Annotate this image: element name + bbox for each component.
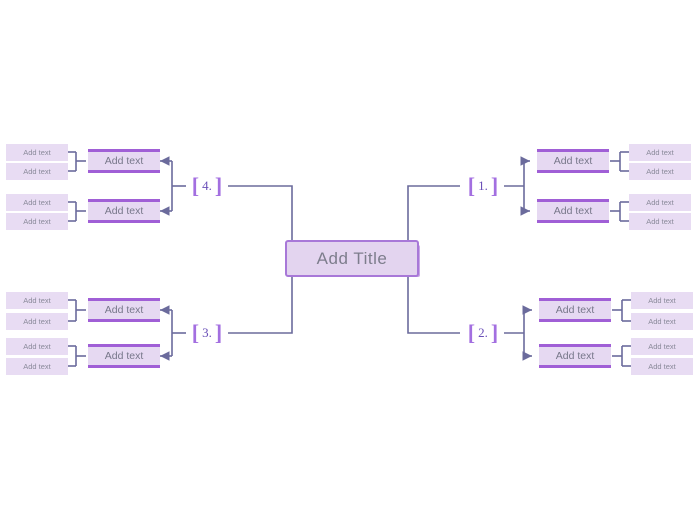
leaf-branch-1-1-2[interactable]: Add text: [629, 163, 691, 180]
trunk-branch-2: [407, 273, 460, 334]
leaf-label: Add text: [648, 342, 676, 351]
leaf-branch-1-2-2[interactable]: Add text: [629, 213, 691, 230]
branch-number-3: 3.: [202, 325, 212, 340]
leaf-branch-1-1-1[interactable]: Add text: [629, 144, 691, 161]
leaf-branch-2-1-2[interactable]: Add text: [631, 313, 693, 330]
leaf-branch-3-2-2[interactable]: Add text: [6, 358, 68, 375]
leaf-branch-3-2-1[interactable]: Add text: [6, 338, 68, 355]
leaf-label: Add text: [648, 362, 676, 371]
trunk-branch-3: [228, 273, 293, 334]
node-label: Add text: [104, 304, 144, 316]
node-branch-4-1[interactable]: Add text: [88, 149, 160, 173]
trunk-branch-4: [228, 185, 293, 240]
leaf-branch-3-1-2[interactable]: Add text: [6, 313, 68, 330]
node-label: Add text: [553, 205, 593, 217]
leaf-label: Add text: [646, 217, 674, 226]
branch-marker-1[interactable]: [ 1. ]: [462, 172, 504, 200]
leaf-label: Add text: [23, 167, 51, 176]
node-branch-2-1[interactable]: Add text: [539, 298, 611, 322]
bracket-close-icon: ]: [490, 320, 499, 345]
branch-number-4: 4.: [202, 178, 212, 193]
bracket-open-icon: [: [191, 320, 200, 345]
node-branch-3-1[interactable]: Add text: [88, 298, 160, 322]
leaf-branch-4-1-2[interactable]: Add text: [6, 163, 68, 180]
branch-number-2: 2.: [478, 325, 488, 340]
branch-marker-2[interactable]: [ 2. ]: [462, 319, 504, 347]
title-box-label: Add Title: [316, 248, 388, 268]
leaf-label: Add text: [23, 217, 51, 226]
leaf-label: Add text: [648, 317, 676, 326]
node-label: Add text: [555, 304, 595, 316]
leaf-label: Add text: [23, 198, 51, 207]
node-branch-3-2[interactable]: Add text: [88, 344, 160, 368]
node-label: Add text: [104, 350, 144, 362]
trunk-branch-1: [407, 185, 460, 240]
leaf-branch-4-1-1[interactable]: Add text: [6, 144, 68, 161]
leaf-branch-4-2-1[interactable]: Add text: [6, 194, 68, 211]
leaf-label: Add text: [646, 148, 674, 157]
leaf-branch-2-2-1[interactable]: Add text: [631, 338, 693, 355]
node-branch-4-2[interactable]: Add text: [88, 199, 160, 223]
bracket-close-icon: ]: [214, 173, 223, 198]
leaf-label: Add text: [648, 296, 676, 305]
leaf-label: Add text: [23, 317, 51, 326]
leaf-branch-3-1-1[interactable]: Add text: [6, 292, 68, 309]
bracket-open-icon: [: [467, 320, 476, 345]
leaf-label: Add text: [23, 148, 51, 157]
node-label: Add text: [104, 155, 144, 167]
node-branch-1-2[interactable]: Add text: [537, 199, 609, 223]
node-branch-1-1[interactable]: Add text: [537, 149, 609, 173]
branch-number-1: 1.: [478, 178, 488, 193]
title-box[interactable]: Add Title: [285, 240, 419, 277]
node-branch-2-2[interactable]: Add text: [539, 344, 611, 368]
leaf-label: Add text: [646, 198, 674, 207]
leaf-label: Add text: [646, 167, 674, 176]
leaf-branch-2-1-1[interactable]: Add text: [631, 292, 693, 309]
node-label: Add text: [555, 350, 595, 362]
leaf-branch-4-2-2[interactable]: Add text: [6, 213, 68, 230]
branch-marker-3[interactable]: [ 3. ]: [186, 319, 228, 347]
node-label: Add text: [104, 205, 144, 217]
bracket-close-icon: ]: [490, 173, 499, 198]
bracket-open-icon: [: [467, 173, 476, 198]
leaf-branch-1-2-1[interactable]: Add text: [629, 194, 691, 211]
bracket-open-icon: [: [191, 173, 200, 198]
leaf-label: Add text: [23, 296, 51, 305]
branch-marker-4[interactable]: [ 4. ]: [186, 172, 228, 200]
leaf-branch-2-2-2[interactable]: Add text: [631, 358, 693, 375]
node-label: Add text: [553, 155, 593, 167]
leaf-label: Add text: [23, 342, 51, 351]
bracket-close-icon: ]: [214, 320, 223, 345]
leaf-label: Add text: [23, 362, 51, 371]
